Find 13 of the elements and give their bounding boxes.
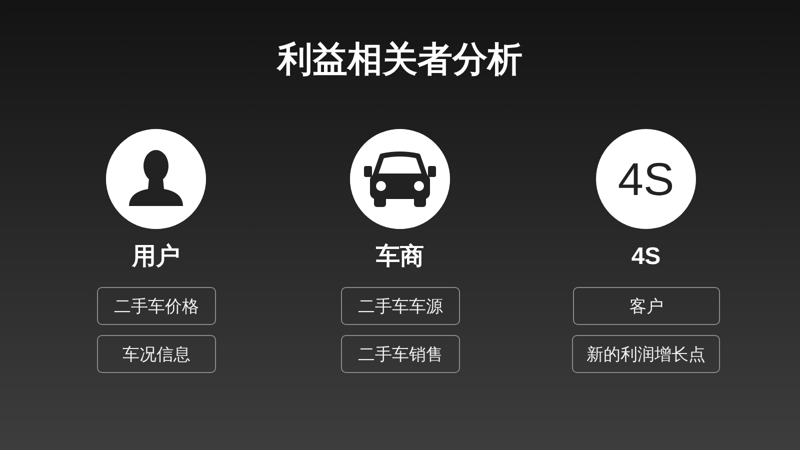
topic-box: 车况信息 — [97, 335, 216, 373]
person-icon — [106, 129, 206, 229]
stakeholder-heading: 车商 — [376, 242, 424, 272]
topic-box: 二手车车源 — [341, 287, 460, 325]
topic-box: 二手车价格 — [97, 287, 216, 325]
stakeholder-badge: 4S — [596, 129, 696, 229]
topic-box: 二手车销售 — [341, 335, 460, 373]
car-icon — [350, 129, 450, 229]
topic-box: 客户 — [573, 287, 720, 325]
stakeholder-heading: 用户 — [132, 242, 180, 272]
topic-box: 新的利润增长点 — [572, 335, 720, 373]
slide-title: 利益相关者分析 — [278, 39, 522, 81]
stakeholder-heading: 4S — [631, 242, 661, 272]
